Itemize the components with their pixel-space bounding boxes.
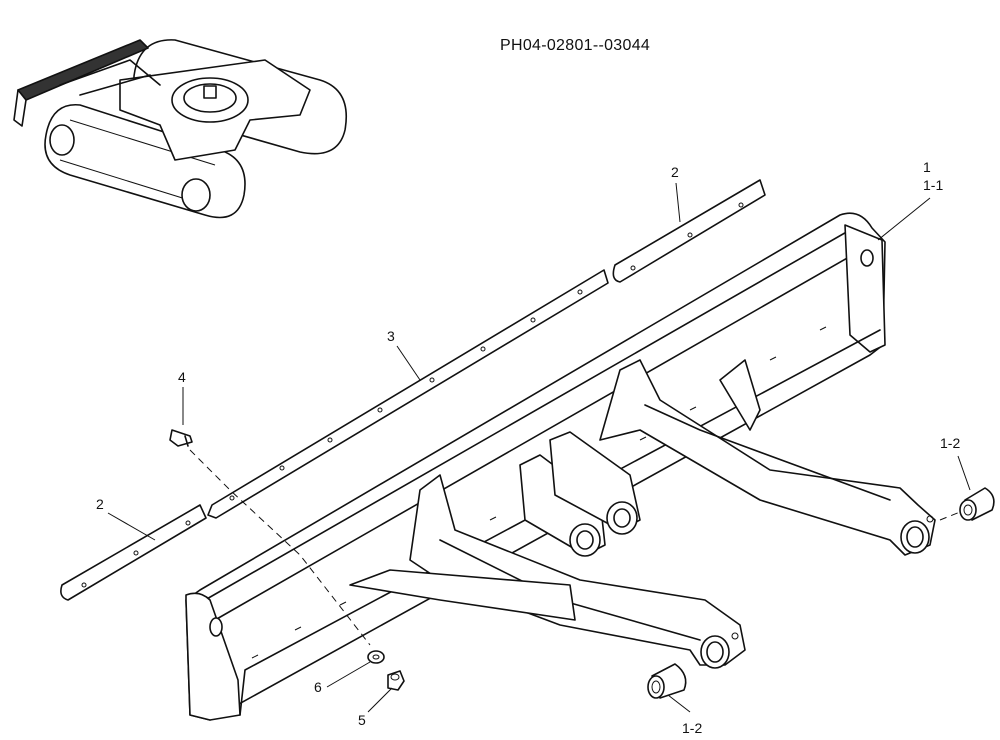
end-bit-right bbox=[612, 179, 766, 283]
bushing-bottom bbox=[647, 663, 687, 699]
bushing-axis-line bbox=[939, 511, 961, 521]
callout-part-1-2-bottom: 1-2 bbox=[682, 720, 702, 736]
callout-part-2-top: 2 bbox=[671, 164, 679, 180]
bushing-right bbox=[959, 487, 995, 521]
callout-part-4: 4 bbox=[178, 369, 186, 385]
machine-thumbnail bbox=[13, 39, 347, 219]
callout-part-2-left: 2 bbox=[96, 496, 104, 512]
callout-part-1-1: 1-1 bbox=[923, 177, 943, 193]
drawing-code: PH04-02801--03044 bbox=[500, 37, 650, 54]
cutting-edge-center bbox=[207, 269, 609, 519]
callout-part-1-2-right: 1-2 bbox=[940, 435, 960, 451]
callout-part-1: 1 bbox=[923, 159, 931, 175]
nut bbox=[387, 670, 405, 691]
callout-part-3: 3 bbox=[387, 328, 395, 344]
callout-part-6: 6 bbox=[314, 679, 322, 695]
end-bit-left bbox=[60, 504, 207, 601]
dozer-blade-assembly bbox=[185, 212, 936, 721]
assembly-axis-line bbox=[189, 449, 371, 646]
leader-lines bbox=[107, 182, 971, 713]
washer bbox=[367, 650, 385, 664]
bolt bbox=[169, 429, 193, 447]
callout-part-5: 5 bbox=[358, 712, 366, 728]
